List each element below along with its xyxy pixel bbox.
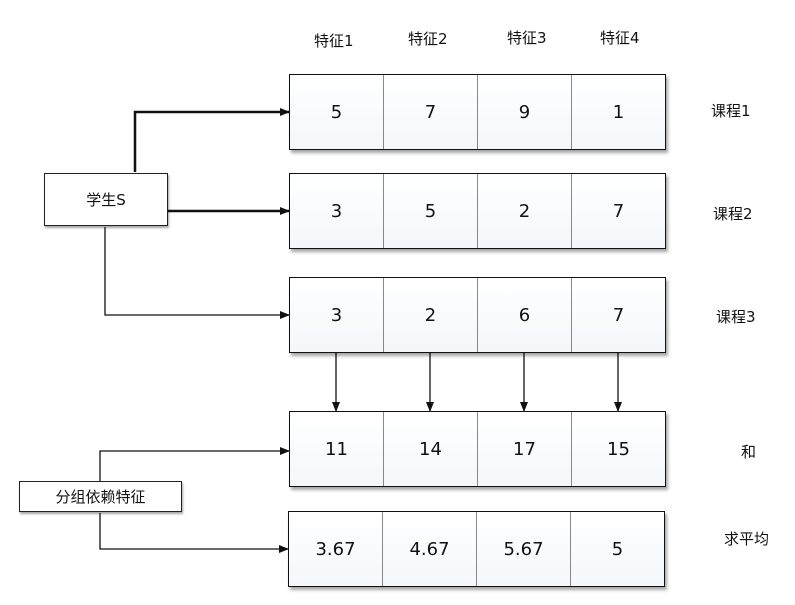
arrow-group-to-sum (99, 447, 290, 481)
sum-row: 11 14 17 15 (289, 411, 666, 487)
course2-cell: 2 (478, 174, 572, 248)
arrow-student-to-course3 (104, 227, 290, 319)
course2-row: 3 5 2 7 (289, 173, 666, 249)
average-cell: 5.67 (477, 512, 571, 586)
course1-row: 5 7 9 1 (289, 74, 666, 150)
sum-cell: 15 (572, 412, 665, 486)
average-cell: 4.67 (383, 512, 477, 586)
course1-cell: 1 (572, 75, 665, 149)
group-feature-box: 分组依赖特征 (19, 481, 182, 512)
average-cell: 3.67 (289, 512, 383, 586)
course3-cell: 6 (478, 278, 572, 352)
feature-header-4: 特征4 (600, 29, 640, 47)
course1-cell: 5 (290, 75, 384, 149)
course3-cell: 7 (572, 278, 665, 352)
course2-cell: 3 (290, 174, 384, 248)
average-label: 求平均 (724, 530, 770, 548)
feature-header-3: 特征3 (507, 29, 547, 47)
feature-header-2: 特征2 (408, 30, 448, 48)
average-cell: 5 (571, 512, 664, 586)
sum-cell: 14 (384, 412, 478, 486)
course2-cell: 7 (572, 174, 665, 248)
average-row: 3.67 4.67 5.67 5 (288, 511, 665, 587)
course2-label: 课程2 (713, 205, 753, 223)
arrow-group-to-average (99, 513, 289, 553)
course1-cell: 9 (478, 75, 572, 149)
course1-label: 课程1 (711, 102, 751, 120)
sum-cell: 17 (478, 412, 572, 486)
course3-label: 课程3 (716, 308, 756, 326)
arrow-student-to-course1 (133, 108, 290, 172)
course1-cell: 7 (384, 75, 478, 149)
student-box: 学生S (44, 173, 168, 226)
course3-row: 3 2 6 7 (289, 277, 666, 353)
course2-cell: 5 (384, 174, 478, 248)
course3-cell: 3 (290, 278, 384, 352)
sum-cell: 11 (290, 412, 384, 486)
course3-cell: 2 (384, 278, 478, 352)
feature-header-1: 特征1 (314, 32, 354, 50)
sum-label: 和 (741, 443, 757, 461)
